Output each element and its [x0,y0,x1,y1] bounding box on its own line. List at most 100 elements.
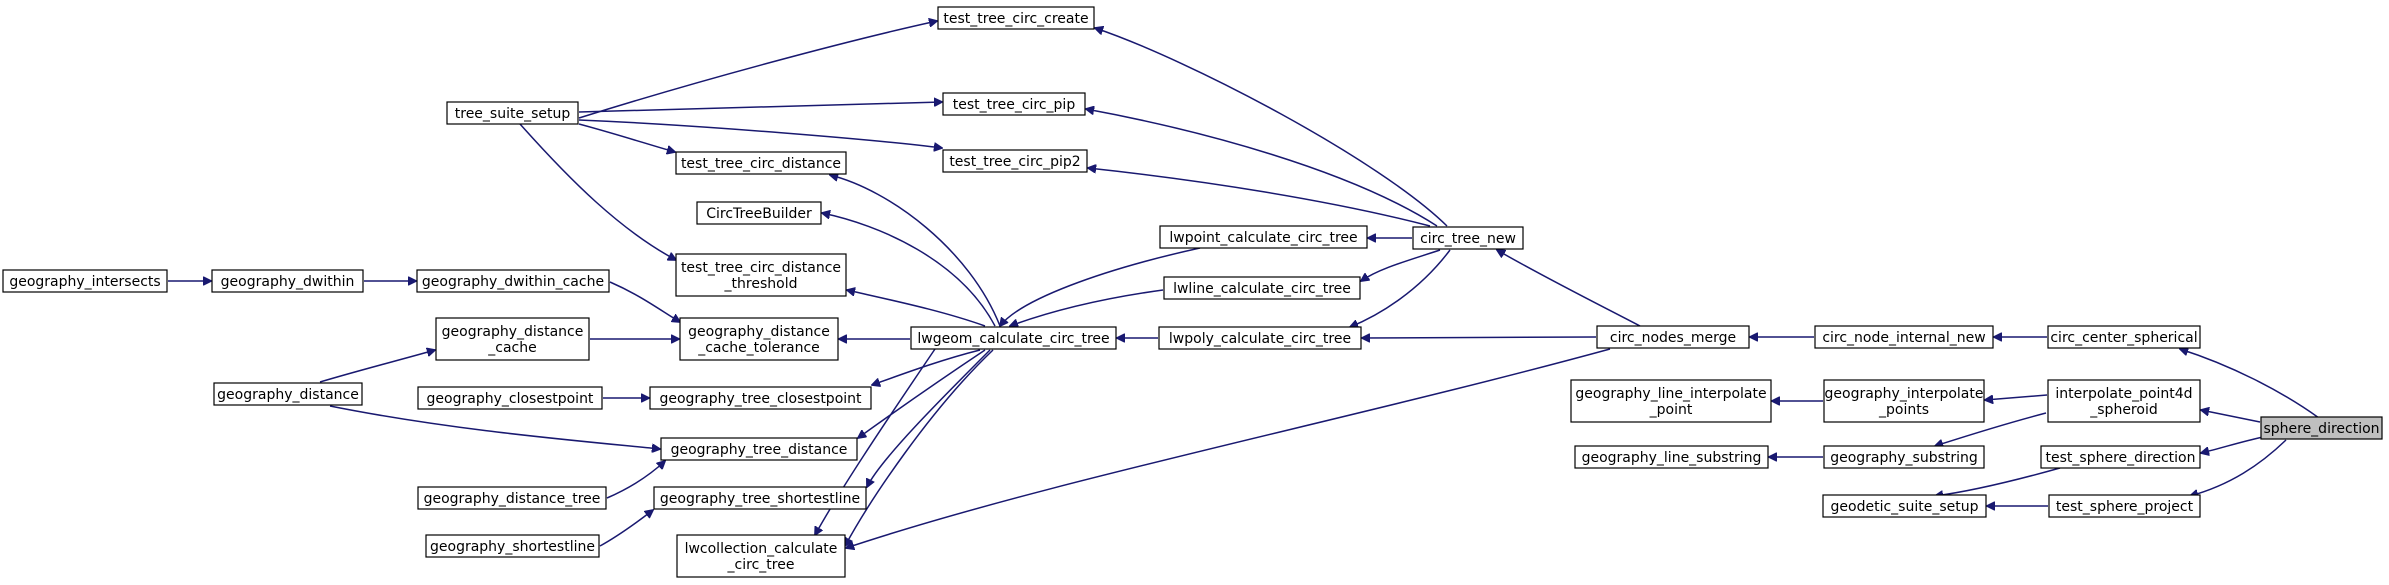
edge-test_tree_circ_pip-to-circ_tree_new [1086,109,1438,227]
node-geography_line_substring[interactable]: geography_line_substring [1574,445,1769,469]
node-tree_suite_setup[interactable]: tree_suite_setup [446,101,579,125]
node-CircTreeBuilder[interactable]: CircTreeBuilder [696,201,822,225]
node-lwcollection_calculate_circ_tree[interactable]: lwcollection_calculate_circ_tree [676,534,846,578]
edge-arrow [2201,410,2261,423]
node-box [425,534,600,558]
node-lwline_calculate_circ_tree[interactable]: lwline_calculate_circ_tree [1163,276,1361,300]
node-label: lwgeom_calculate_circ_tree [917,331,1109,347]
node-box [910,326,1117,350]
edge-arrow [1935,467,2061,496]
node-label: lwpoint_calculate_circ_tree [1169,230,1357,246]
edge-arrow [578,123,675,152]
edge-lwcollection_calculate_circ_tree-to-circ_nodes_merge [846,348,1611,548]
edge-arrow [2190,439,2287,496]
edge-geography_distance-to-geography_distance_cache [319,350,435,383]
node-box [435,317,590,361]
node-box [2047,325,2201,349]
node-box [660,437,858,461]
node-label: test_sphere_project [2056,499,2194,515]
node-geography_distance_cache[interactable]: geography_distance_cache [435,317,590,361]
node-box [649,386,872,410]
edge-arrow [1086,109,1438,227]
edge-arrow [1010,289,1164,326]
edge-arrow [872,349,981,385]
node-geography_tree_distance[interactable]: geography_tree_distance [660,437,858,461]
edge-geography_substring-to-interpolate_point4d_spheroid [1935,412,2047,446]
node-box [1822,494,1987,518]
node-label: circ_tree_new [1420,231,1516,247]
edge-geography_distance-to-geography_tree_distance [329,405,660,449]
node-test_tree_circ_pip[interactable]: test_tree_circ_pip [942,92,1086,116]
node-box [1596,325,1750,349]
edge-geography_distance_tree-to-geography_tree_distance [606,461,665,499]
edge-arrow [846,348,1611,548]
node-geography_tree_shortestline[interactable]: geography_tree_shortestline [653,486,867,510]
node-label: circ_node_internal_new [1822,330,1985,346]
edge-test_tree_circ_distance_threshold-to-lwgeom_calculate_circ_tree [847,290,986,327]
edge-arrow [1361,249,1441,281]
node-test_tree_circ_create[interactable]: test_tree_circ_create [937,6,1095,30]
node-interpolate_point4d_spheroid[interactable]: interpolate_point4d_spheroid [2047,379,2201,423]
node-circ_center_spherical[interactable]: circ_center_spherical [2047,325,2201,349]
node-geography_tree_closestpoint[interactable]: geography_tree_closestpoint [649,386,872,410]
edge-lwpoly_calculate_circ_tree-to-circ_nodes_merge [1362,337,1597,338]
node-box [1814,325,1994,349]
edge-test_sphere_project-to-sphere_direction [2190,439,2287,496]
node-label: _point [1649,402,1693,418]
node-label: geography_tree_distance [671,442,848,458]
node-box [2,269,168,293]
node-geography_distance[interactable]: geography_distance [213,382,363,406]
node-test_tree_circ_distance[interactable]: test_tree_circ_distance [675,151,847,175]
node-lwgeom_calculate_circ_tree[interactable]: lwgeom_calculate_circ_tree [910,326,1117,350]
edge-arrow [319,350,435,383]
edge-arrow [2201,436,2264,453]
node-circ_node_internal_new[interactable]: circ_node_internal_new [1814,325,1994,349]
node-circ_tree_new[interactable]: circ_tree_new [1412,226,1524,250]
edge-arrow [822,213,996,327]
node-label: geography_distance [442,324,584,340]
edge-geography_shortestline-to-geography_tree_shortestline [599,510,653,547]
node-geography_distance_cache_tolerance[interactable]: geography_distance_cache_tolerance [679,317,839,361]
edge-lwcollection_calculate_circ_tree-to-lwgeom_calculate_circ_tree [815,348,936,535]
node-geography_substring[interactable]: geography_substring [1823,445,1985,469]
node-label: test_tree_circ_pip2 [949,154,1080,170]
node-geography_intersects[interactable]: geography_intersects [2,269,168,293]
node-box [213,382,363,406]
node-label: _threshold [724,276,798,292]
node-label: geography_closestpoint [427,391,594,407]
node-geography_shortestline[interactable]: geography_shortestline [425,534,600,558]
edge-arrow [858,349,986,438]
node-test_sphere_project[interactable]: test_sphere_project [2048,494,2201,518]
edge-arrow [1000,247,1201,326]
node-geography_line_interpolate_point[interactable]: geography_line_interpolate_point [1570,379,1772,423]
node-geodetic_suite_setup[interactable]: geodetic_suite_setup [1822,494,1987,518]
node-box [675,253,847,297]
node-box [1412,226,1524,250]
node-test_tree_circ_distance_threshold[interactable]: test_tree_circ_distance_threshold [675,253,847,297]
node-geography_distance_tree[interactable]: geography_distance_tree [417,486,607,510]
node-label: geography_substring [1830,450,1978,466]
node-lwpoly_calculate_circ_tree[interactable]: lwpoly_calculate_circ_tree [1158,326,1362,350]
edge-arrow [1095,28,1448,227]
node-box [1823,445,1985,469]
node-geography_dwithin[interactable]: geography_dwithin [211,269,364,293]
node-test_tree_circ_pip2[interactable]: test_tree_circ_pip2 [942,149,1088,173]
node-test_sphere_direction[interactable]: test_sphere_direction [2040,445,2201,469]
node-box [679,317,839,361]
node-geography_interpolate_points[interactable]: geography_interpolate_points [1823,379,1985,423]
node-geography_dwithin_cache[interactable]: geography_dwithin_cache [416,269,610,293]
node-box [1163,276,1361,300]
node-circ_nodes_merge[interactable]: circ_nodes_merge [1596,325,1750,349]
edge-CircTreeBuilder-to-lwgeom_calculate_circ_tree [822,213,996,327]
edge-arrow [609,281,680,322]
node-label: geography_line_interpolate [1575,386,1766,402]
node-sphere_direction[interactable]: sphere_direction [2260,416,2383,440]
node-box [653,486,867,510]
edge-geography_dwithin_cache-to-geography_distance_cache_tolerance [609,281,680,322]
edge-arrow [867,349,991,487]
node-lwpoint_calculate_circ_tree[interactable]: lwpoint_calculate_circ_tree [1159,225,1368,249]
node-geography_closestpoint[interactable]: geography_closestpoint [417,386,603,410]
edge-arrow [599,510,653,547]
node-label: sphere_direction [2263,421,2379,437]
